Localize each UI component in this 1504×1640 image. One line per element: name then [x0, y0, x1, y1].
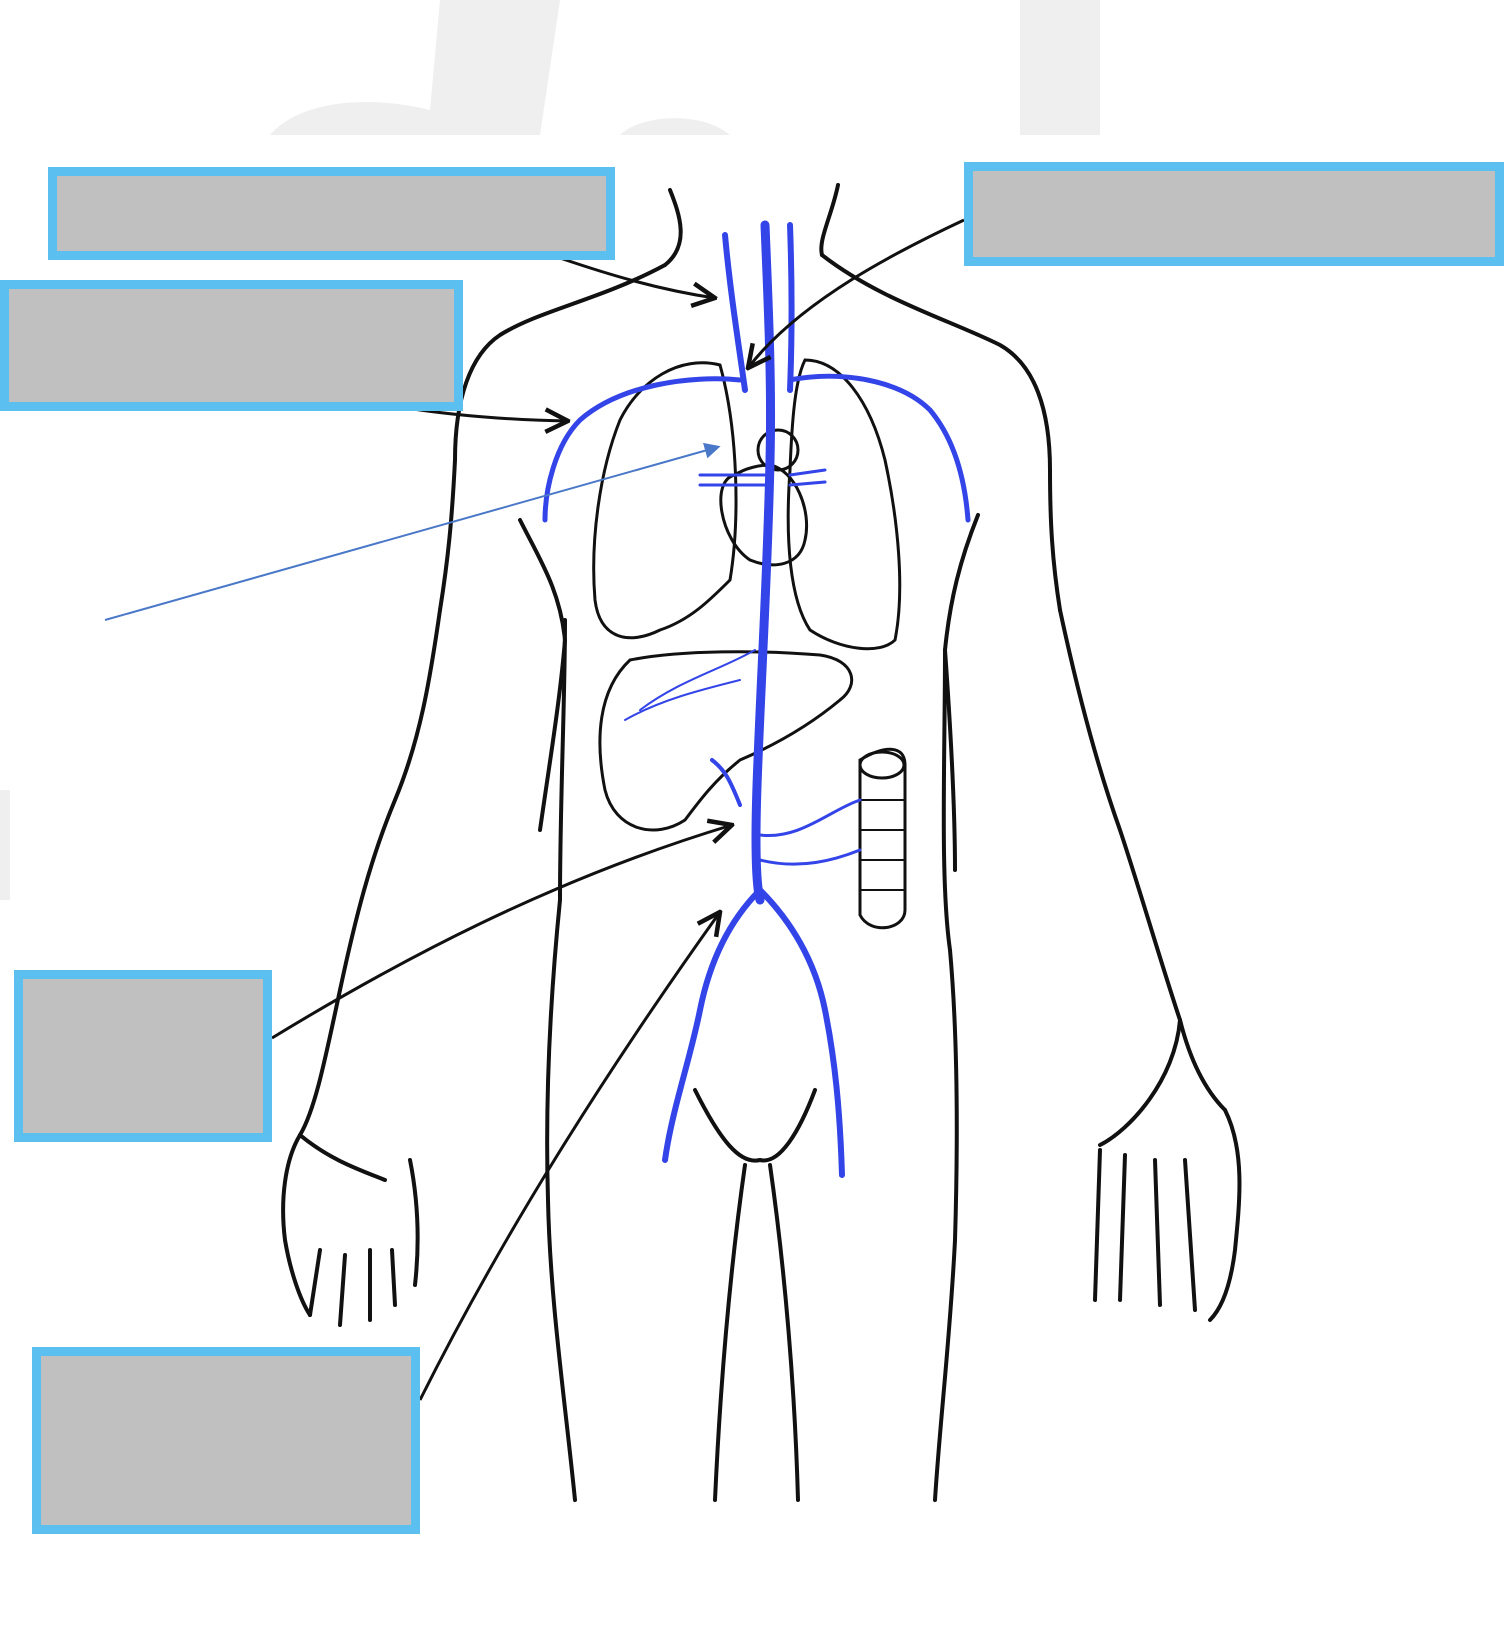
label-box-top-left[interactable]: [48, 167, 615, 260]
watermark: [0, 0, 1100, 900]
body-outline: [281, 183, 1242, 1502]
veins: [542, 220, 971, 1178]
lung-right: [592, 361, 738, 640]
subclavian-left: [787, 373, 971, 523]
iliac-left: [757, 887, 845, 1178]
pointer-lines: [271, 218, 965, 1401]
subclavian-right: [542, 376, 743, 523]
pointer-top-right: [748, 218, 965, 368]
label-box-upper-left[interactable]: [0, 280, 463, 411]
liver: [598, 650, 854, 832]
organs: [592, 358, 907, 930]
jugular-right: [722, 232, 748, 393]
label-box-bottom-left[interactable]: [32, 1347, 420, 1534]
pointer-middle-left: [271, 825, 732, 1040]
jugular-left: [787, 222, 795, 393]
label-box-middle-left[interactable]: [14, 970, 272, 1142]
label-box-top-right[interactable]: [964, 162, 1504, 266]
pointer-blue: [104, 442, 721, 621]
pointer-top-left: [559, 256, 715, 298]
colon: [858, 747, 907, 930]
vena-cava: [751, 220, 776, 905]
iliac-right: [662, 887, 763, 1163]
pointer-bottom-left: [418, 912, 720, 1401]
